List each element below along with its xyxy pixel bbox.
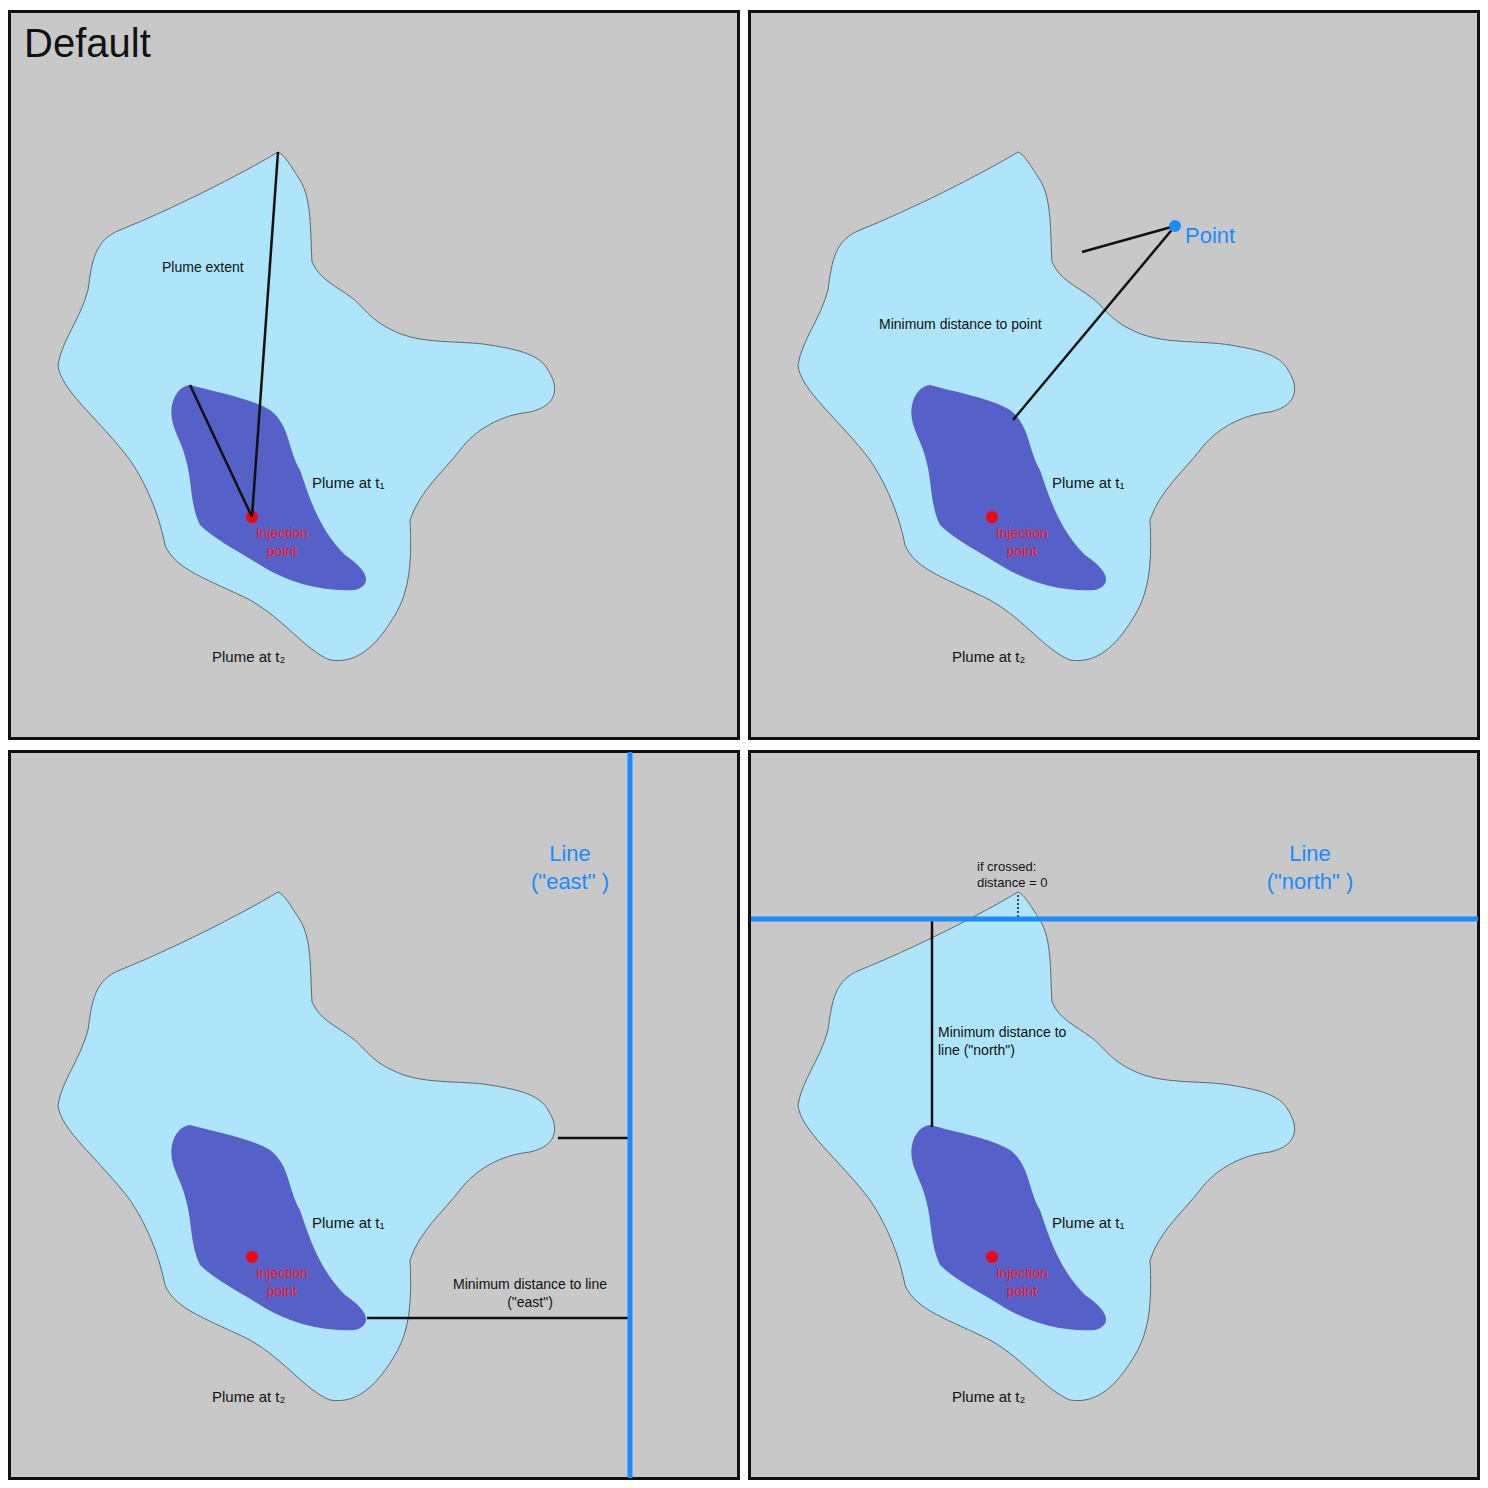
injection-label: Injection point — [984, 525, 1060, 560]
boundary-line — [628, 752, 633, 1478]
measure-label: Minimum distance to line ("north") — [938, 1024, 1088, 1059]
distance-line — [1082, 226, 1175, 252]
plume-label: Plume at t₁ — [312, 474, 385, 493]
panel — [10, 752, 739, 1479]
injection-label: Injection point — [984, 1265, 1060, 1300]
injection-label: Injection point — [244, 1265, 320, 1300]
measure-label: Minimum distance to point — [879, 316, 1042, 334]
line-label: Line ("east" ) — [515, 840, 625, 895]
line-label: Line ("north" ) — [1255, 840, 1365, 895]
plume — [58, 152, 555, 661]
plume-label: Plume at t₂ — [952, 1388, 1025, 1407]
point-label: Point — [1185, 222, 1235, 250]
point-marker — [1169, 220, 1181, 232]
distance-line — [558, 1137, 630, 1140]
distance-line — [367, 1317, 630, 1320]
plume-label: Plume at t₂ — [212, 648, 285, 667]
injection-label: Injection point — [244, 525, 320, 560]
extent-line — [190, 385, 252, 517]
note-label: if crossed: distance = 0 — [977, 859, 1077, 892]
plume-label: Plume at t₁ — [312, 1214, 385, 1233]
plume — [798, 152, 1295, 661]
panel — [750, 752, 1479, 1479]
distance-line — [931, 921, 934, 1127]
plume-label: Plume at t₂ — [952, 648, 1025, 667]
measure-label: Plume extent — [162, 259, 244, 277]
measure-label: Minimum distance to line ("east") — [450, 1276, 610, 1311]
plume-label: Plume at t₁ — [1052, 1214, 1125, 1233]
plume-label: Plume at t₁ — [1052, 474, 1125, 493]
plume — [798, 892, 1295, 1401]
extent-line — [252, 152, 278, 517]
plume-label: Plume at t₂ — [212, 1388, 285, 1407]
panel — [750, 12, 1479, 739]
boundary-line — [751, 917, 1478, 922]
panel — [10, 12, 739, 739]
plume — [58, 892, 555, 1401]
panel-title: Default — [24, 18, 151, 68]
dotted-line — [1017, 895, 1019, 917]
